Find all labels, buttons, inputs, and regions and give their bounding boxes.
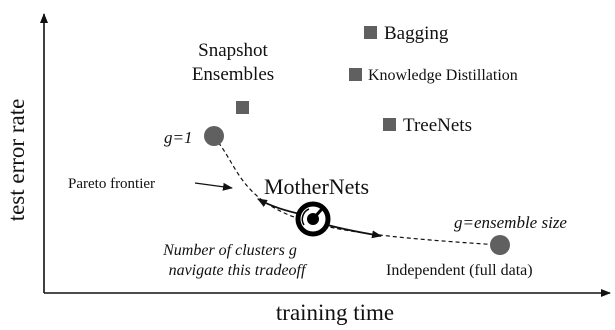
treenets-label: TreeNets: [403, 115, 472, 136]
y-axis-label: test error rate: [4, 99, 29, 222]
pareto-frontier-curve: [213, 136, 501, 246]
g-ensemble-size-label: g=ensemble size: [454, 213, 567, 232]
snapshot-label-line1: Snapshot: [198, 40, 268, 61]
snapshot-label-line2: Ensembles: [192, 64, 274, 85]
pareto-pointer-arrow: [194, 182, 233, 191]
tradeoff-arrow-right: [323, 223, 382, 239]
knowledge-distillation-label: Knowledge Distillation: [368, 67, 518, 84]
treenets-marker: [383, 118, 396, 131]
g1-label: g=1: [164, 128, 192, 147]
clusters-note-line1: Number of clusters g: [162, 242, 297, 259]
x-axis-label: training time: [276, 300, 394, 325]
snapshot-ensembles-marker: [236, 101, 249, 114]
g1-marker: [204, 126, 224, 146]
knowledge-distillation-marker: [349, 68, 362, 81]
mothernets-label: MotherNets: [264, 174, 369, 199]
pareto-frontier-label: Pareto frontier: [68, 176, 155, 192]
bagging-label: Bagging: [384, 23, 449, 44]
independent-marker: [490, 235, 510, 255]
clusters-note-line2: navigate this tradeoff: [169, 262, 308, 279]
speedometer-icon: [295, 201, 331, 237]
independent-label: Independent (full data): [386, 262, 533, 279]
bagging-marker: [364, 26, 377, 39]
